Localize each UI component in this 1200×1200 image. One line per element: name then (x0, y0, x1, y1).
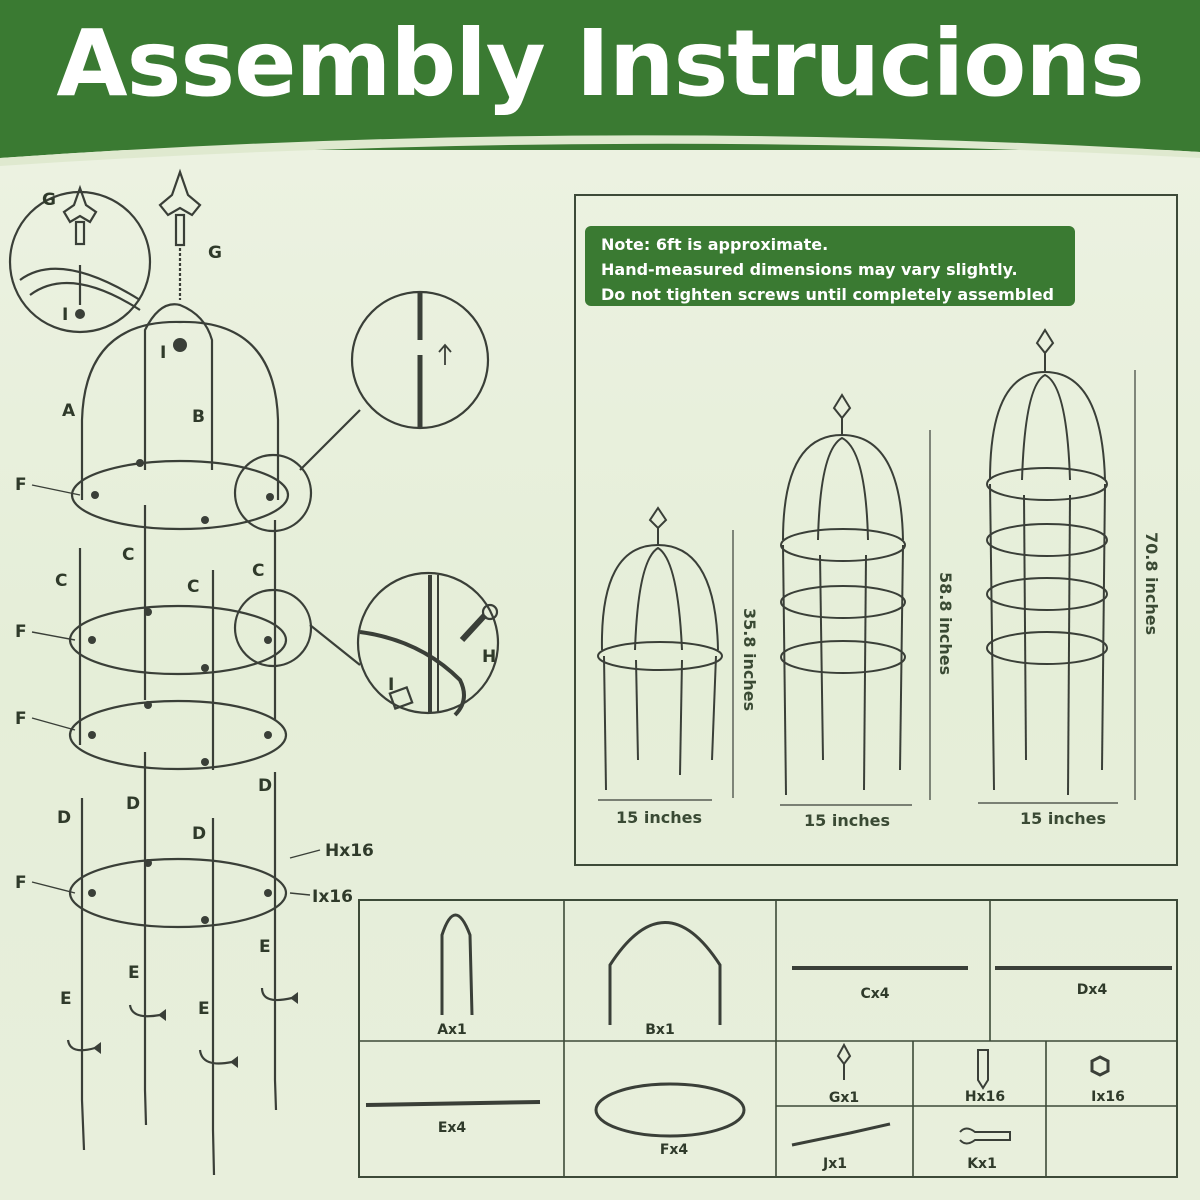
note-line-1: Note: 6ft is approximate. (601, 235, 829, 254)
part-e-label: Ex4 (437, 1120, 467, 1136)
callout-h16: Hx16 (325, 841, 374, 861)
detail-circle-screw (356, 571, 500, 715)
part-h-label: Hx16 (964, 1089, 1006, 1105)
parts-grid (358, 899, 1178, 1178)
callout-d-2: D (126, 794, 140, 814)
trellis-large (986, 328, 1108, 796)
medium-width-label: 15 inches (804, 811, 890, 830)
part-j-label: Jx1 (823, 1156, 847, 1172)
large-height-label: 70.8 inches (1142, 532, 1161, 635)
part-b-shape (608, 921, 722, 1025)
callout-i: I (160, 343, 166, 363)
part-a-shape (440, 913, 474, 1016)
callout-c-4: C (252, 561, 264, 581)
callout-e-3: E (60, 989, 72, 1009)
callout-d-4: D (192, 824, 206, 844)
part-g-label: Gx1 (828, 1090, 860, 1106)
callout-f-1: F (15, 475, 27, 495)
callout-a: A (62, 401, 76, 421)
parts-table (358, 899, 1178, 1178)
medium-height-label: 58.8 inches (936, 572, 955, 675)
part-i-label: Ix16 (1091, 1089, 1125, 1105)
callout-b: B (192, 407, 205, 427)
callout-c-3: C (187, 577, 199, 597)
part-j-shape (791, 1122, 891, 1147)
callout-f-3: F (15, 709, 27, 729)
part-b-label: Bx1 (645, 1022, 675, 1038)
part-i-shape (1090, 1055, 1110, 1077)
callout-g-detail: G (42, 190, 56, 210)
small-width-label: 15 inches (616, 808, 702, 827)
part-k-shape (959, 1127, 1011, 1145)
header-wave (0, 118, 1200, 166)
large-width-label: 15 inches (1020, 809, 1106, 828)
callout-f-4: F (15, 873, 27, 893)
note-box: Note: 6ft is approximate. Hand-measured … (585, 226, 1075, 306)
callout-i-detail: I (62, 305, 68, 325)
part-c-label: Cx4 (860, 986, 890, 1002)
part-g-shape (836, 1042, 852, 1080)
callout-i-screw: I (388, 675, 394, 695)
callout-e-1: E (259, 937, 271, 957)
trellis-medium (780, 393, 906, 796)
part-k-label: Kx1 (967, 1156, 997, 1172)
callout-e-2: E (128, 963, 140, 983)
part-h-shape (977, 1049, 989, 1090)
part-a-label: Ax1 (437, 1022, 467, 1038)
part-f-shape (594, 1082, 746, 1138)
callout-e-4: E (198, 999, 210, 1019)
assembly-diagram: G G I I A B F C C C C F H I F D D D D Hx… (8, 168, 500, 1176)
callout-g: G (208, 243, 222, 263)
part-e-shape (365, 1100, 541, 1107)
note-line-3: Do not tighten screws until completely a… (601, 285, 1055, 304)
sizes-panel (574, 194, 1178, 866)
small-height-label: 35.8 inches (740, 608, 759, 711)
page-title: Assembly Instrucions (56, 10, 1144, 117)
callout-d-3: D (57, 808, 71, 828)
callout-h: H (482, 647, 496, 667)
part-f-label: Fx4 (659, 1142, 689, 1158)
callout-f-2: F (15, 622, 27, 642)
part-d-label: Dx4 (1076, 982, 1108, 998)
callout-d-1: D (258, 776, 272, 796)
note-line-2: Hand-measured dimensions may vary slight… (601, 260, 1018, 279)
callout-i16: Ix16 (312, 887, 353, 907)
sizes-diagram: 35.8 inches 15 inches 58.8 inches 15 inc… (597, 328, 1161, 830)
callout-c-1: C (122, 545, 134, 565)
trellis-small (597, 506, 723, 791)
detail-circle-finial (8, 190, 152, 334)
callout-c-2: C (55, 571, 67, 591)
